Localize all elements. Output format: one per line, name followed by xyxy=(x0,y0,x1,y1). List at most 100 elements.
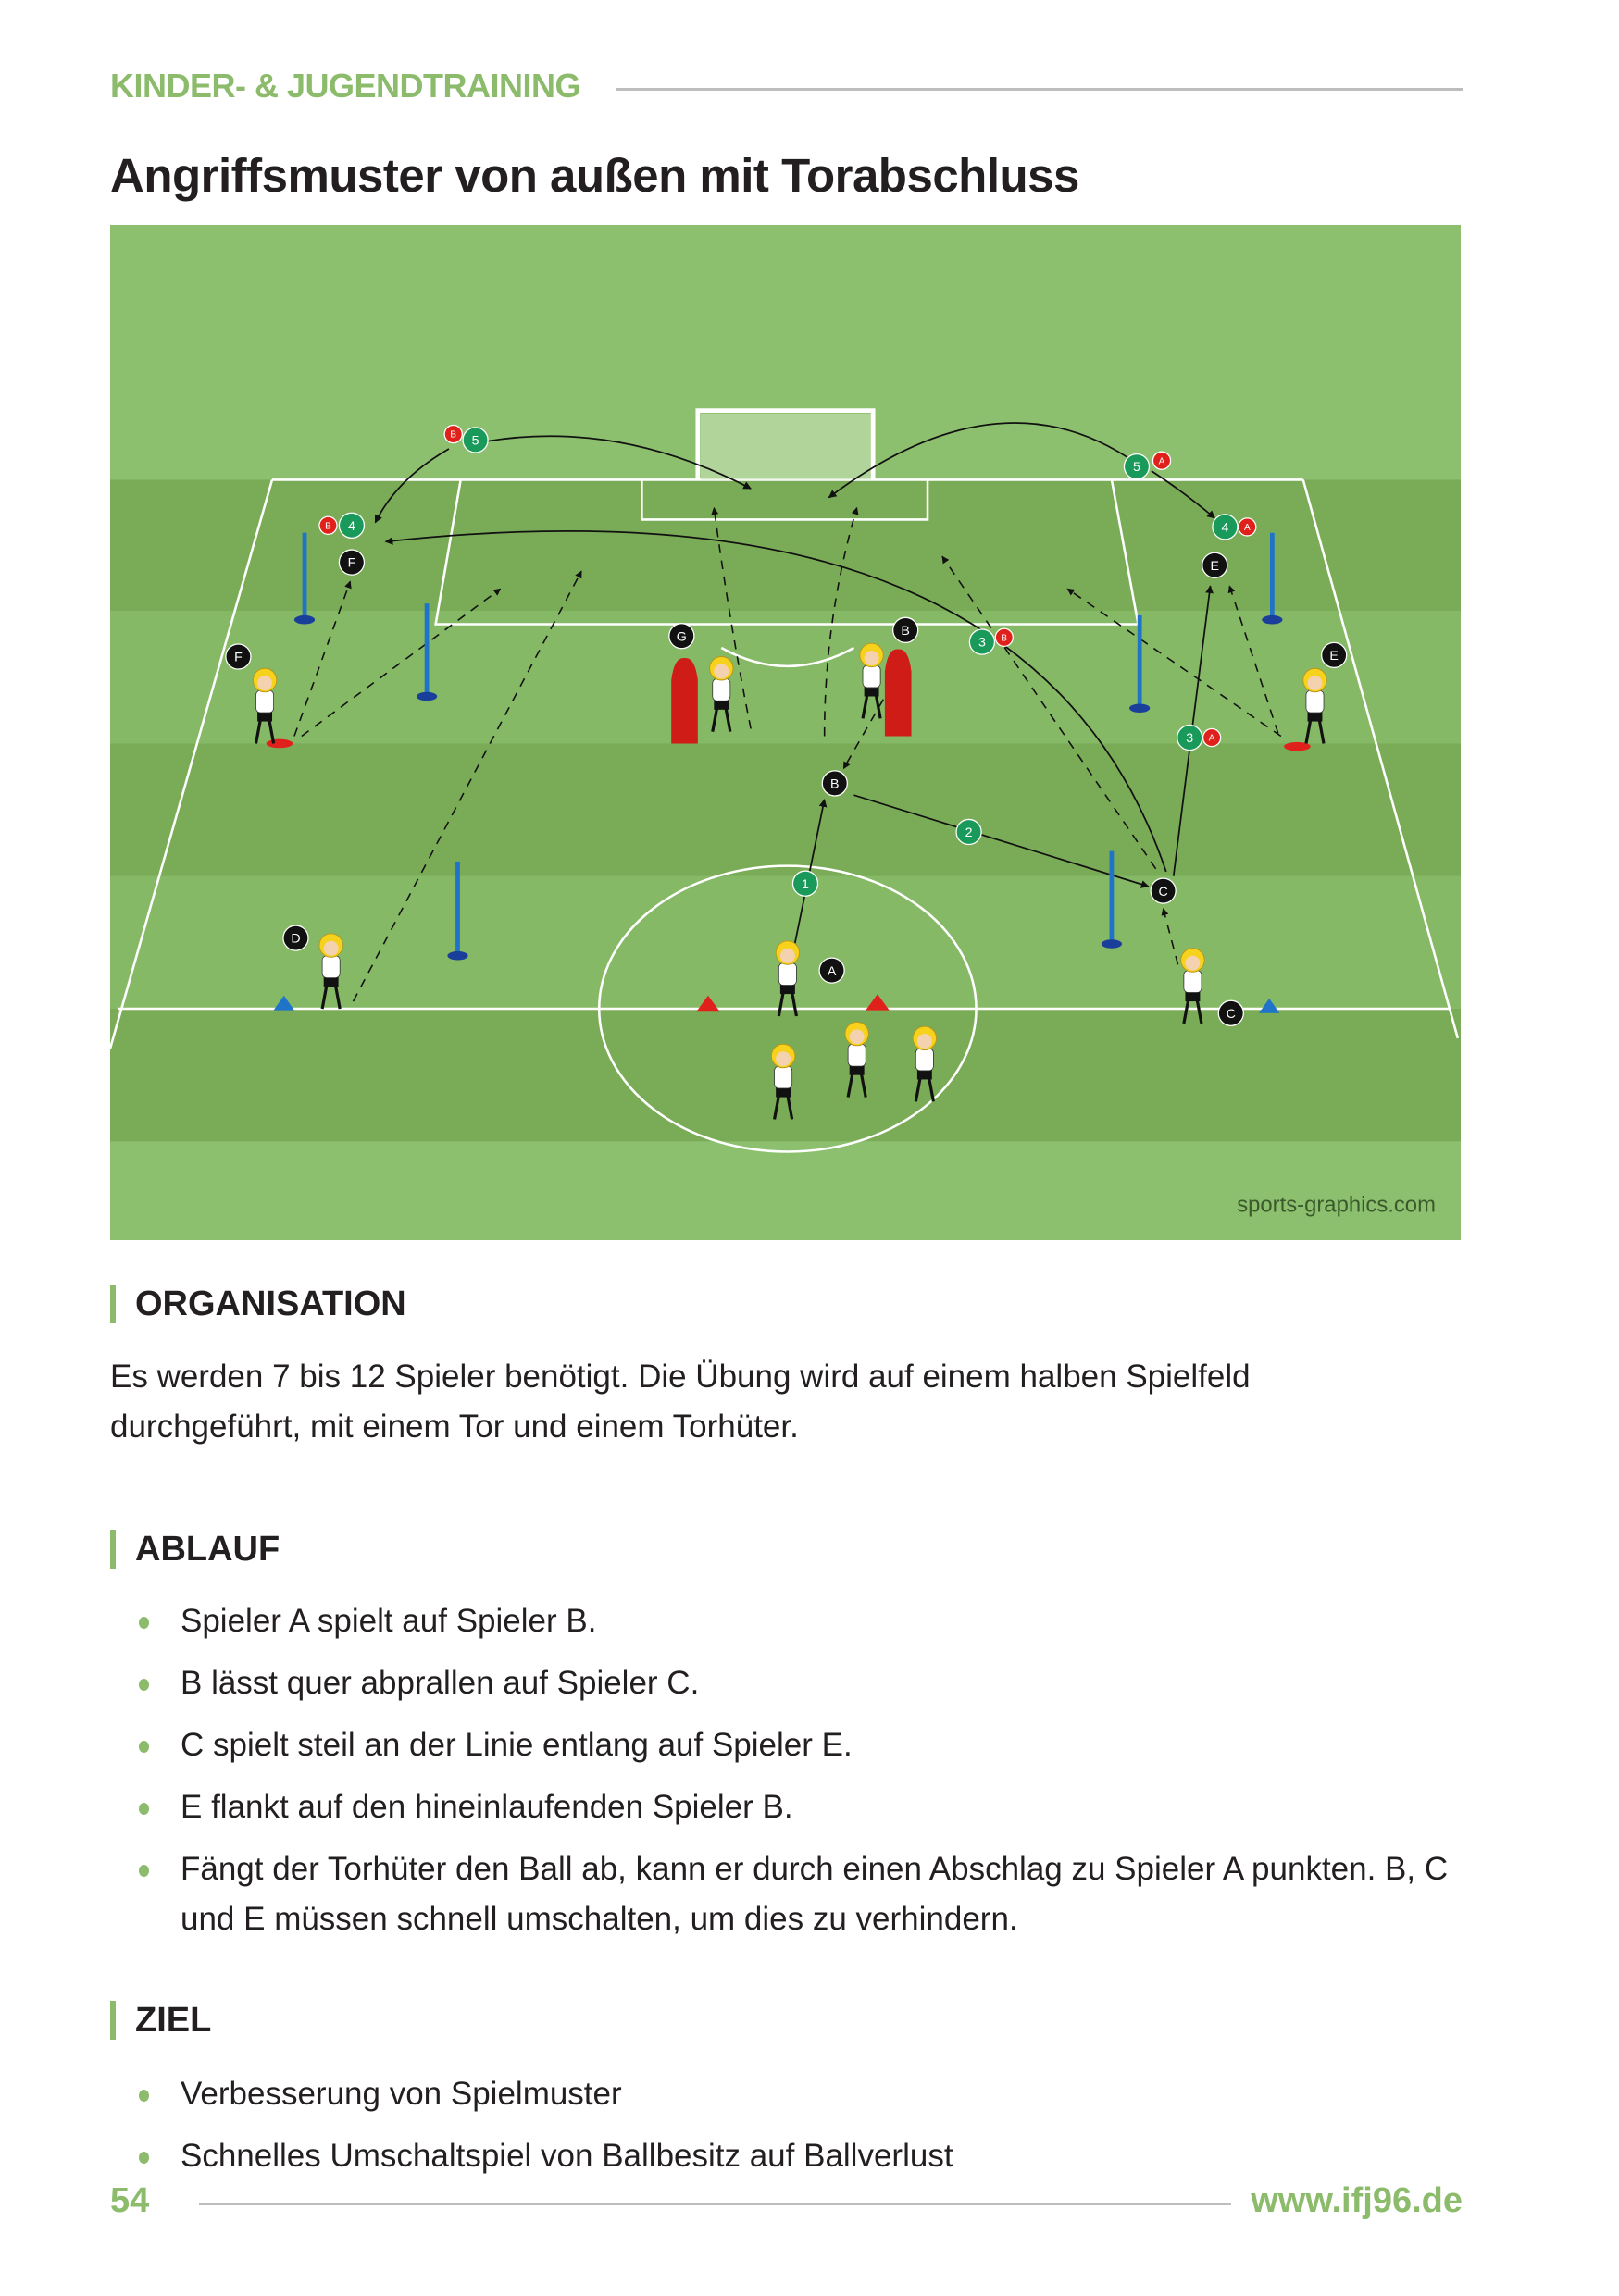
player-figure xyxy=(709,656,734,732)
player-marker: B xyxy=(821,770,848,797)
player-figure xyxy=(1302,667,1327,744)
grass-stripes xyxy=(110,479,1461,1142)
markers: F F G B E E B C D A C B B A A B A 5 4 5 4 3 3 2 1 xyxy=(225,424,1348,1026)
svg-text:C: C xyxy=(1227,1007,1236,1022)
pass-number-marker: 2 xyxy=(955,818,982,846)
svg-text:3: 3 xyxy=(1186,731,1193,746)
svg-text:A: A xyxy=(1209,734,1215,744)
svg-text:G: G xyxy=(677,629,687,644)
player-figure xyxy=(912,1025,938,1102)
player-figure xyxy=(859,642,884,719)
player-marker: E xyxy=(1202,552,1228,578)
svg-text:B: B xyxy=(830,777,839,792)
organisation-heading: ORGANISATION xyxy=(110,1285,406,1323)
pass-player-marker: B xyxy=(443,424,463,444)
player-figure xyxy=(318,933,343,1010)
bullet-icon xyxy=(139,2090,149,2102)
pass-number-marker: 5 xyxy=(462,427,489,453)
pass-number-marker: 1 xyxy=(791,870,819,897)
dashed-runs xyxy=(293,506,1282,1002)
ziel-heading: ZIEL xyxy=(110,2001,211,2040)
svg-text:B: B xyxy=(1001,633,1007,643)
pass-number-marker: 3 xyxy=(968,628,996,655)
website-link[interactable]: www.ifj96.de xyxy=(1251,2181,1463,2220)
svg-text:D: D xyxy=(291,932,300,947)
pass-player-marker: A xyxy=(1152,451,1172,470)
bullet-icon xyxy=(139,1617,149,1629)
svg-text:F: F xyxy=(234,651,243,665)
player-figure xyxy=(252,667,278,744)
svg-text:B: B xyxy=(901,624,909,639)
svg-text:C: C xyxy=(1158,885,1167,900)
goal xyxy=(695,408,876,480)
cones xyxy=(266,738,1311,1013)
player-marker: C xyxy=(1217,999,1244,1026)
svg-text:F: F xyxy=(348,556,356,571)
pass-player-marker: A xyxy=(1202,727,1222,748)
pass-player-marker: B xyxy=(994,627,1014,647)
list-item: Fängt der Torhüter den Ball ab, kann er … xyxy=(139,1844,1458,1944)
list-item: Spieler A spielt auf Spieler B. xyxy=(139,1596,1463,1646)
bullet-icon xyxy=(139,1741,149,1753)
svg-text:5: 5 xyxy=(472,434,479,449)
svg-text:1: 1 xyxy=(802,877,809,892)
player-marker: B xyxy=(892,616,919,644)
mannequins xyxy=(671,649,912,744)
organisation-line: durchgeführt, mit einem Tor und einem To… xyxy=(110,1409,799,1445)
player-figure xyxy=(844,1021,869,1098)
list-item: C spielt steil an der Linie entlang auf … xyxy=(139,1720,1463,1770)
svg-text:A: A xyxy=(1159,456,1165,466)
svg-text:A: A xyxy=(1244,523,1251,533)
svg-text:E: E xyxy=(1211,559,1219,574)
svg-text:4: 4 xyxy=(348,519,355,534)
pole-bases xyxy=(293,614,1283,961)
watermark: sports-graphics.com xyxy=(1237,1193,1436,1218)
ziel-list: Verbesserung von Spielmuster Schnelles U… xyxy=(139,2069,1463,2193)
pass-player-marker: A xyxy=(1238,517,1257,537)
player-figure xyxy=(1180,948,1205,1024)
bullet-icon xyxy=(139,1803,149,1815)
organisation-text: Es werden 7 bis 12 Spieler benötigt. Die… xyxy=(110,1352,1462,1452)
player-marker: C xyxy=(1150,877,1177,904)
header-divider xyxy=(616,88,1463,91)
section-kicker: KINDER- & JUGENDTRAINING xyxy=(110,67,581,105)
players xyxy=(252,642,1327,1120)
ablauf-heading: ABLAUF xyxy=(110,1530,280,1569)
player-figure xyxy=(775,940,801,1017)
player-marker: F xyxy=(225,643,252,670)
page-number: 54 xyxy=(110,2181,150,2220)
pass-player-marker: B xyxy=(318,515,338,535)
footer-divider xyxy=(199,2203,1231,2205)
svg-text:3: 3 xyxy=(978,636,986,651)
svg-text:4: 4 xyxy=(1221,521,1228,536)
player-figure xyxy=(770,1043,796,1120)
svg-text:B: B xyxy=(450,430,456,441)
pass-number-marker: 5 xyxy=(1123,453,1151,480)
svg-text:E: E xyxy=(1329,649,1338,664)
passes xyxy=(374,422,1215,958)
pass-number-marker: 4 xyxy=(338,512,366,539)
bullet-icon xyxy=(139,1865,149,1877)
organisation-line: Es werden 7 bis 12 Spieler benötigt. Die… xyxy=(110,1359,1251,1395)
ablauf-list: Spieler A spielt auf Spieler B. B lässt … xyxy=(139,1596,1463,1956)
svg-text:5: 5 xyxy=(1133,460,1140,475)
player-marker: A xyxy=(818,957,845,984)
pass-number-marker: 4 xyxy=(1212,514,1239,540)
training-diagram: F F G B E E B C D A C B B A A B A 5 4 5 4 3 3 2 1 sports-graphic… xyxy=(110,225,1461,1240)
svg-text:B: B xyxy=(325,521,331,531)
svg-text:A: A xyxy=(828,964,837,979)
player-marker: D xyxy=(282,925,309,951)
player-marker: F xyxy=(338,549,366,576)
svg-text:2: 2 xyxy=(965,825,973,840)
player-marker: E xyxy=(1321,641,1348,669)
page-title: Angriffsmuster von außen mit Torabschlus… xyxy=(110,149,1079,202)
bullet-icon xyxy=(139,1679,149,1691)
list-item: B lässt quer abprallen auf Spieler C. xyxy=(139,1658,1463,1708)
list-item: Schnelles Umschaltspiel von Ballbesitz a… xyxy=(139,2131,1463,2181)
pass-number-marker: 3 xyxy=(1177,724,1203,751)
poles xyxy=(302,532,1275,955)
list-item: E flankt auf den hineinlaufenden Spieler… xyxy=(139,1782,1463,1832)
bullet-icon xyxy=(139,2152,149,2164)
list-item: Verbesserung von Spielmuster xyxy=(139,2069,1463,2119)
player-marker: G xyxy=(668,623,695,650)
